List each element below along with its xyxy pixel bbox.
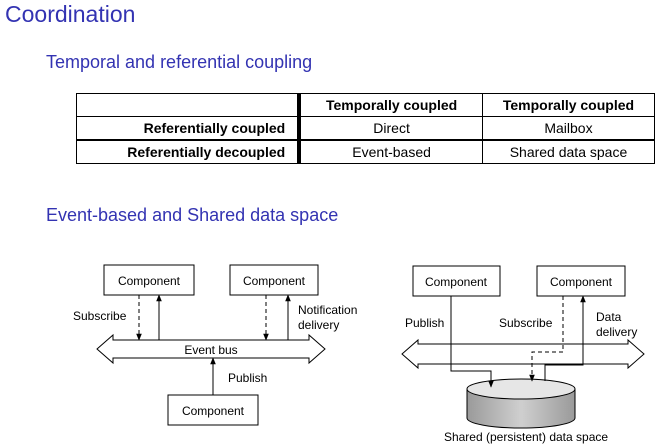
section-title-diagrams: Event-based and Shared data space bbox=[46, 205, 339, 225]
component-label-top-left: Component bbox=[118, 274, 181, 288]
publish-label-right: Publish bbox=[405, 316, 444, 330]
table-row: Referentially decoupled Event-based Shar… bbox=[76, 139, 655, 164]
publish-arrow-right bbox=[450, 296, 494, 388]
coupling-table: Temporally coupled Temporally coupled Re… bbox=[76, 93, 655, 164]
row-label-decoupled: Referentially decoupled bbox=[76, 139, 300, 164]
section-title-coupling: Temporal and referential coupling bbox=[46, 52, 313, 72]
notification-label-line2: delivery bbox=[298, 318, 339, 332]
cell-mailbox: Mailbox bbox=[481, 116, 655, 141]
data-space-bus-shape bbox=[401, 338, 645, 370]
cell-event-based: Event-based bbox=[297, 139, 483, 164]
table-header-col1: Temporally coupled bbox=[297, 93, 483, 117]
component-box-top-right bbox=[229, 264, 319, 296]
shared-data-space-diagram: Component Component Shared (persistent) … bbox=[401, 265, 645, 444]
publish-label-left: Publish bbox=[228, 371, 267, 385]
table-header-col2: Temporally coupled bbox=[481, 93, 655, 117]
notification-label-line1: Notification bbox=[298, 303, 357, 317]
data-delivery-label-line2: delivery bbox=[596, 325, 637, 339]
data-delivery-arrow bbox=[544, 295, 586, 381]
cell-direct: Direct bbox=[297, 116, 483, 141]
event-bus-diagram: Event bus Component Component Component … bbox=[73, 264, 357, 426]
subscribe-label-right: Subscribe bbox=[499, 316, 553, 330]
component-box-bottom bbox=[167, 394, 259, 426]
data-delivery-label-line1: Data bbox=[596, 310, 622, 324]
component-label-bottom: Component bbox=[182, 404, 245, 418]
component-box-left bbox=[412, 265, 501, 297]
component-label-left: Component bbox=[425, 275, 488, 289]
subscribe-label-left: Subscribe bbox=[73, 309, 127, 323]
slide-title: Coordination bbox=[5, 1, 136, 27]
component-box-top-left bbox=[103, 264, 195, 296]
component-label-top-right: Component bbox=[243, 274, 306, 288]
storage-cylinder-top bbox=[466, 378, 576, 400]
component-label-right: Component bbox=[550, 275, 613, 289]
storage-cylinder bbox=[466, 389, 576, 429]
subscribe-arrow-data-space bbox=[529, 296, 564, 382]
storage-label: Shared (persistent) data space bbox=[444, 430, 608, 444]
table-header-row: Temporally coupled Temporally coupled bbox=[76, 93, 655, 117]
event-bus-label: Event bus bbox=[184, 343, 237, 357]
cell-shared-data-space: Shared data space bbox=[481, 139, 655, 164]
event-bus-shape bbox=[96, 333, 326, 365]
component-box-right bbox=[536, 265, 626, 297]
